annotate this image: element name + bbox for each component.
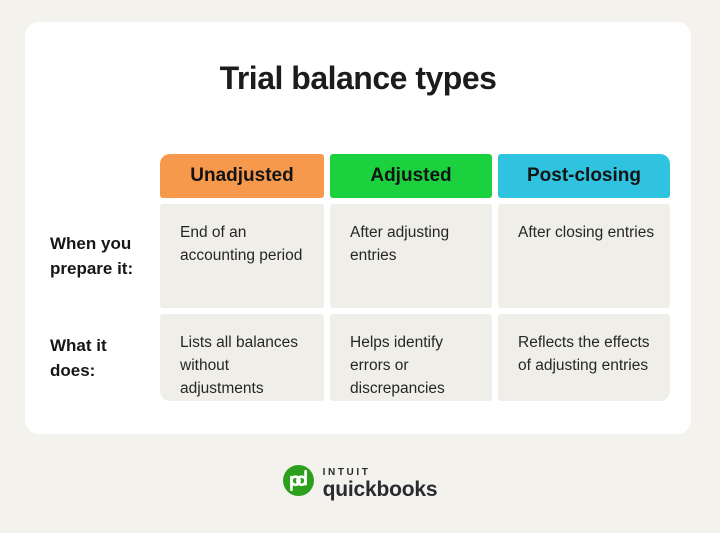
brand-footer: INTUIT quickbooks: [0, 465, 720, 500]
row-label-what-it-does: What it does:: [50, 335, 107, 380]
quickbooks-logo-icon: [282, 465, 314, 496]
comparison-table: Unadjusted Adjusted Post-closing When yo…: [40, 154, 670, 401]
quickbooks-wordmark: quickbooks: [322, 478, 438, 501]
column-header-unadjusted: Unadjusted: [160, 154, 324, 198]
page-title: Trial balance types: [219, 60, 497, 96]
cell-unadjusted-when: End of an accounting period: [160, 204, 324, 308]
qb-monogram-icon: [289, 469, 307, 492]
corner-spacer: [40, 154, 154, 198]
cell-post-closing-what: Reflects the effects of adjusting entrie…: [498, 314, 670, 401]
row-label-when-you-prepare-it: When you prepare it:: [50, 234, 134, 278]
intuit-wordmark: INTUIT: [322, 467, 371, 478]
cell-post-closing-when: After closing entries: [498, 204, 670, 308]
brand-wordmark: INTUIT quickbooks: [323, 465, 438, 500]
column-header-adjusted: Adjusted: [330, 154, 492, 198]
cell-adjusted-what: Helps identify errors or discrepancies: [330, 314, 492, 401]
column-header-post-closing: Post-closing: [498, 154, 670, 198]
cell-unadjusted-what: Lists all balances without adjustments: [160, 314, 324, 401]
cell-adjusted-when: After adjusting entries: [330, 204, 492, 308]
